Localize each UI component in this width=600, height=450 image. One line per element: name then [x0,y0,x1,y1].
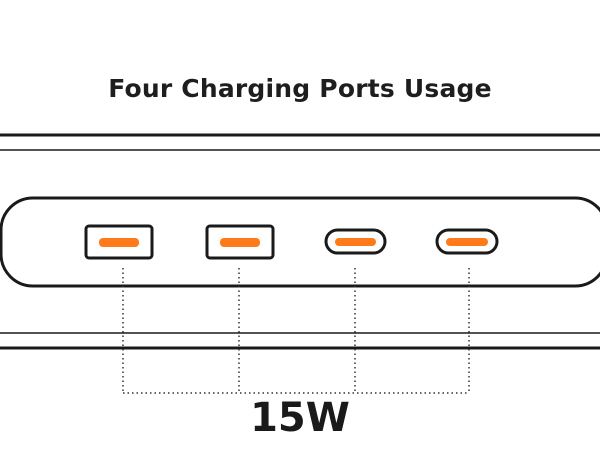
port-usb-a-1-accent [99,238,139,247]
diagram-title: Four Charging Ports Usage [108,74,492,103]
port-usb-c-1-accent [335,238,376,246]
port-usb-a-2 [205,224,275,260]
port-usb-a-2-accent [220,238,260,247]
total-wattage-label: 15W [250,395,350,441]
port-usb-a-1 [84,224,154,260]
port-usb-c-2-accent [446,238,488,246]
port-usb-c-2 [435,228,499,255]
port-usb-c-1 [324,228,387,255]
port-connector-lines [122,268,470,394]
port-panel [0,196,600,288]
